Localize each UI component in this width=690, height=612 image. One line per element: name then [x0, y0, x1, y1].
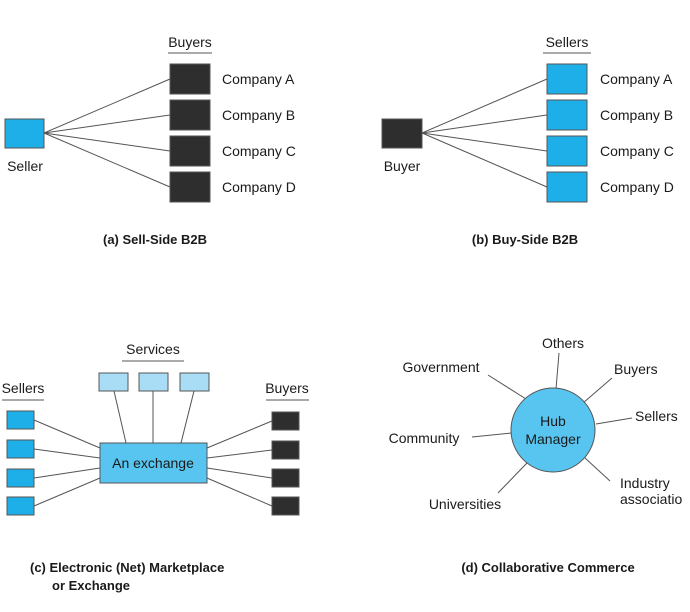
buyer-node-company-d: [169, 171, 211, 203]
connector-buyer-company-b: [421, 114, 548, 134]
exchange-label: An exchange: [112, 455, 194, 471]
spoke-label-industry-line1: Industry: [620, 475, 670, 491]
spoke-label-industry-line2: associatio: [620, 491, 682, 507]
connector-seller-4: [33, 477, 101, 507]
seller-node-company-b: [546, 99, 588, 131]
service-node-3: [179, 372, 210, 392]
buyer-node: [381, 118, 423, 149]
seller-node-1: [6, 410, 35, 430]
company-c-label: Company C: [600, 143, 674, 159]
connector-seller-1: [33, 419, 101, 449]
panel-collaborative: Hub Manager Others Government Buyers Sel…: [389, 335, 683, 575]
sellers-group-label: Sellers: [2, 380, 45, 396]
company-b-label: Company B: [600, 107, 673, 123]
exchange-node: [99, 442, 208, 484]
connector-buyer-2: [206, 449, 273, 459]
seller-node-company-a: [546, 63, 588, 95]
service-node-1: [98, 372, 129, 392]
panel-buy-side: Sellers Buyer Company A Company B Compan…: [381, 34, 674, 247]
buyers-group-label: Buyers: [168, 34, 212, 50]
connector-seller-3: [33, 467, 101, 479]
connector-buyer-3: [206, 467, 273, 479]
connector-seller-company-d: [43, 132, 171, 188]
hub-label-line1: Hub: [540, 413, 566, 429]
connector-seller-company-c: [43, 132, 171, 152]
connector-service-1: [113, 390, 127, 444]
spoke-label-community: Community: [389, 430, 460, 446]
buyer-node-company-b: [169, 99, 211, 131]
panel-sell-side: Buyers Seller Company A Company B Compan…: [4, 34, 296, 247]
company-b-label: Company B: [222, 107, 295, 123]
seller-node-company-c: [546, 135, 588, 167]
company-d-label: Company D: [600, 179, 674, 195]
panel-marketplace: Sellers Buyers Services: [2, 341, 309, 593]
connector-seller-company-b: [43, 114, 171, 134]
seller-node-4: [6, 496, 35, 516]
buyer-node-4: [271, 496, 300, 516]
spoke-label-sellers: Sellers: [635, 408, 678, 424]
buyer-node-2: [271, 440, 300, 460]
spoke-label-others: Others: [542, 335, 584, 351]
connector-buyer-company-d: [421, 132, 548, 188]
seller-node: [4, 118, 45, 149]
connector-buyer-company-a: [421, 78, 548, 134]
caption-marketplace-line2: or Exchange: [52, 578, 130, 593]
sellers-group-label: Sellers: [546, 34, 589, 50]
buyer-node-company-c: [169, 135, 211, 167]
spoke-industry: [584, 457, 611, 482]
seller-node-3: [6, 468, 35, 488]
connector-seller-company-a: [43, 78, 171, 134]
caption-buy-side: (b) Buy-Side B2B: [472, 232, 578, 247]
seller-node-company-d: [546, 171, 588, 203]
spoke-universities: [497, 462, 528, 494]
seller-label: Seller: [7, 158, 43, 174]
company-d-label: Company D: [222, 179, 296, 195]
company-a-label: Company A: [222, 71, 295, 87]
buyer-node-company-a: [169, 63, 211, 95]
spoke-label-government: Government: [402, 359, 479, 375]
caption-collaborative: (d) Collaborative Commerce: [461, 560, 634, 575]
spoke-government: [487, 374, 527, 400]
services-group-label: Services: [126, 341, 180, 357]
buyer-label: Buyer: [384, 158, 421, 174]
connector-buyer-company-c: [421, 132, 548, 152]
hub-label-line2: Manager: [525, 431, 581, 447]
spoke-buyers: [582, 377, 613, 404]
buyer-node-1: [271, 411, 300, 431]
connector-service-3: [180, 390, 195, 444]
company-c-label: Company C: [222, 143, 296, 159]
seller-node-2: [6, 439, 35, 459]
caption-sell-side: (a) Sell-Side B2B: [103, 232, 207, 247]
spoke-community: [471, 432, 513, 438]
spoke-label-universities: Universities: [429, 496, 501, 512]
connector-buyer-1: [206, 420, 273, 449]
spoke-label-buyers: Buyers: [614, 361, 658, 377]
caption-marketplace-line1: (c) Electronic (Net) Marketplace: [30, 560, 224, 575]
spoke-sellers: [595, 417, 633, 425]
connector-buyer-4: [206, 477, 273, 507]
buyers-group-label: Buyers: [265, 380, 309, 396]
spoke-others: [555, 352, 560, 390]
company-a-label: Company A: [600, 71, 673, 87]
service-node-2: [138, 372, 169, 392]
buyer-node-3: [271, 468, 300, 488]
hub-manager-node: [510, 387, 596, 473]
connector-seller-2: [33, 448, 101, 459]
